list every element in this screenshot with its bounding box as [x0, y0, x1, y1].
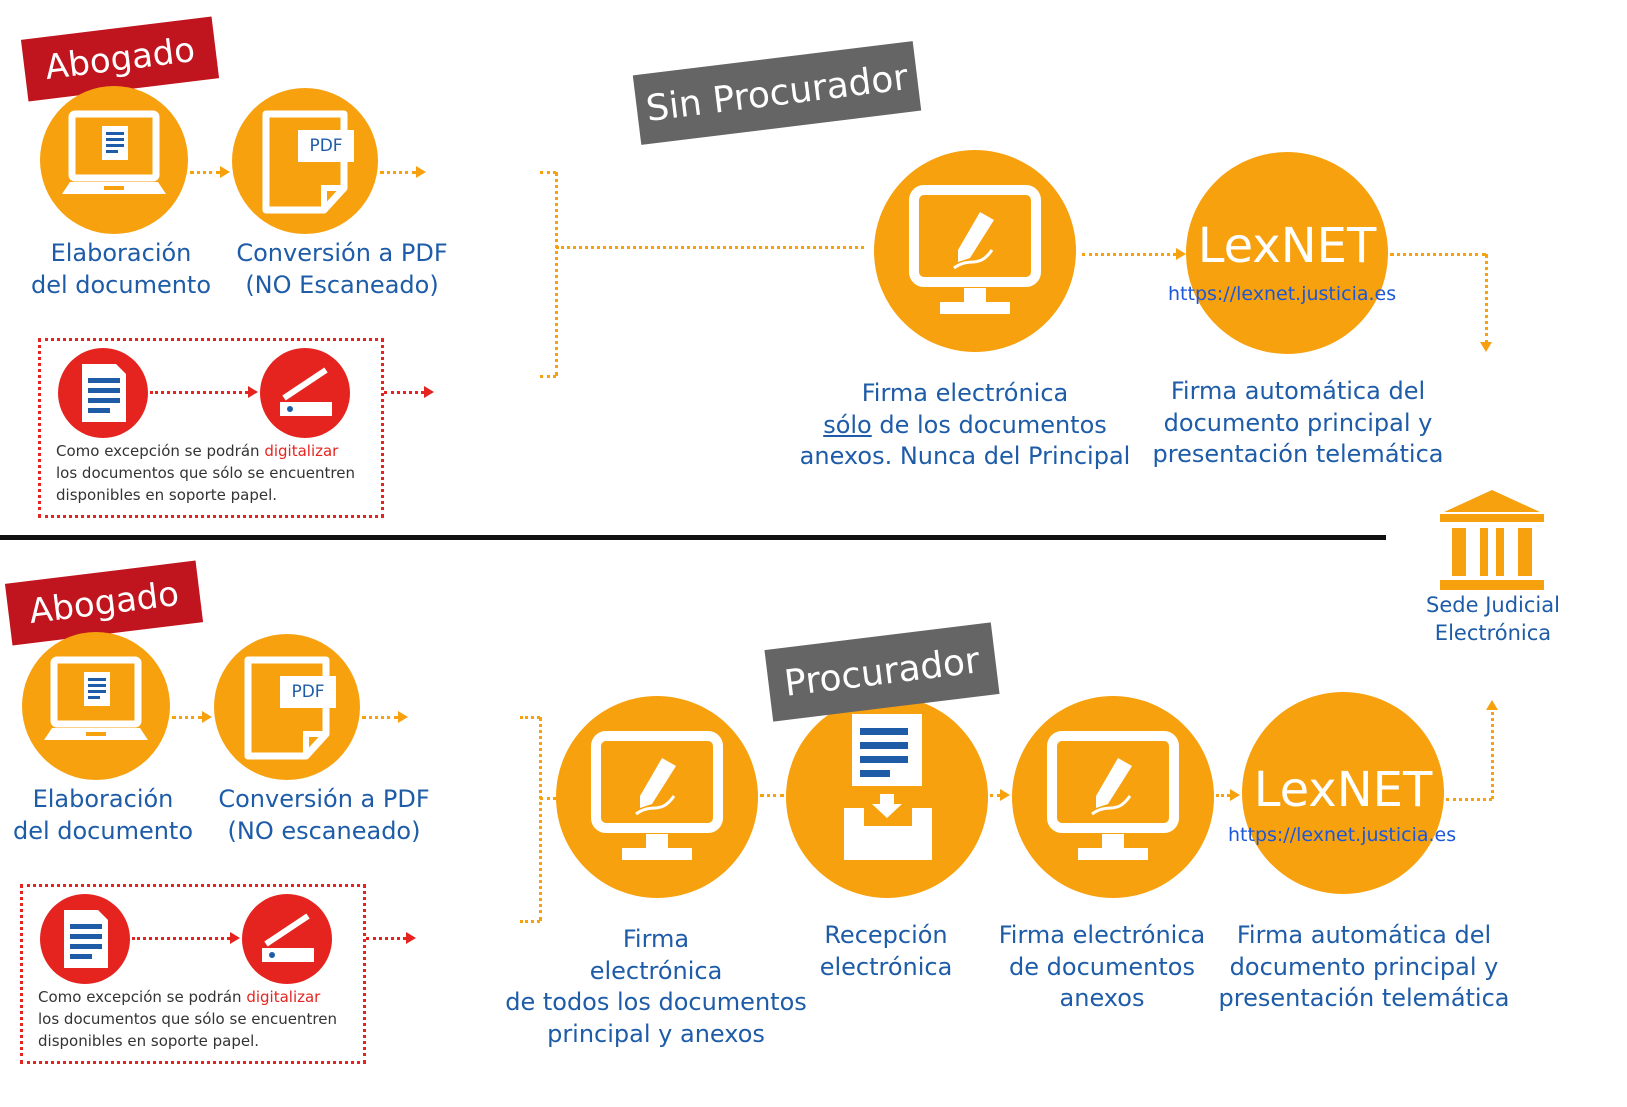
scanner-icon-bottom — [242, 894, 332, 984]
label-firma-top: Firma electrónica sólo de los documentos… — [799, 379, 1131, 471]
document-icon-top — [58, 348, 148, 438]
label-conversion-bottom: Conversión a PDF(NO escaneado) — [218, 785, 430, 845]
exception-box-top — [38, 338, 384, 518]
pdf-icon-top — [232, 88, 378, 234]
courthouse-icon — [1432, 486, 1552, 596]
exception-text-bottom: Como excepción se podrán digitalizar los… — [38, 988, 337, 1050]
firma-electronica-icon-top — [874, 150, 1076, 352]
recepcion-icon — [786, 696, 988, 898]
pdf-label-top: PDF — [309, 136, 343, 156]
lexnet-wordmark-top: LexNET — [1197, 218, 1377, 274]
label-conversion-top: Conversión a PDF(NO Escaneado) — [236, 239, 448, 299]
pdf-icon-bottom — [214, 634, 360, 780]
elaboracion-icon-top — [40, 86, 188, 234]
lexnet-icon-top — [1186, 152, 1388, 354]
firma-anexos-icon — [1012, 696, 1214, 898]
exception-text-top: Como excepción se podrán digitalizar los… — [56, 442, 355, 504]
document-icon-bottom — [40, 894, 130, 984]
exception-box-bottom — [20, 884, 366, 1064]
lexnet-icon-bottom — [1242, 692, 1444, 894]
tag-sin-procurador: Sin Procurador — [632, 41, 922, 145]
lexnet-url-bottom[interactable]: https://lexnet.justicia.es — [1228, 824, 1457, 846]
scanner-icon-top — [260, 348, 350, 438]
pdf-label-bottom: PDF — [291, 682, 325, 702]
elaboracion-icon-bottom — [22, 632, 170, 780]
firma-todos-icon — [556, 696, 758, 898]
section-divider — [0, 535, 1386, 540]
lexnet-wordmark-bottom: LexNET — [1253, 762, 1433, 818]
lexnet-url-top[interactable]: https://lexnet.justicia.es — [1168, 283, 1397, 305]
